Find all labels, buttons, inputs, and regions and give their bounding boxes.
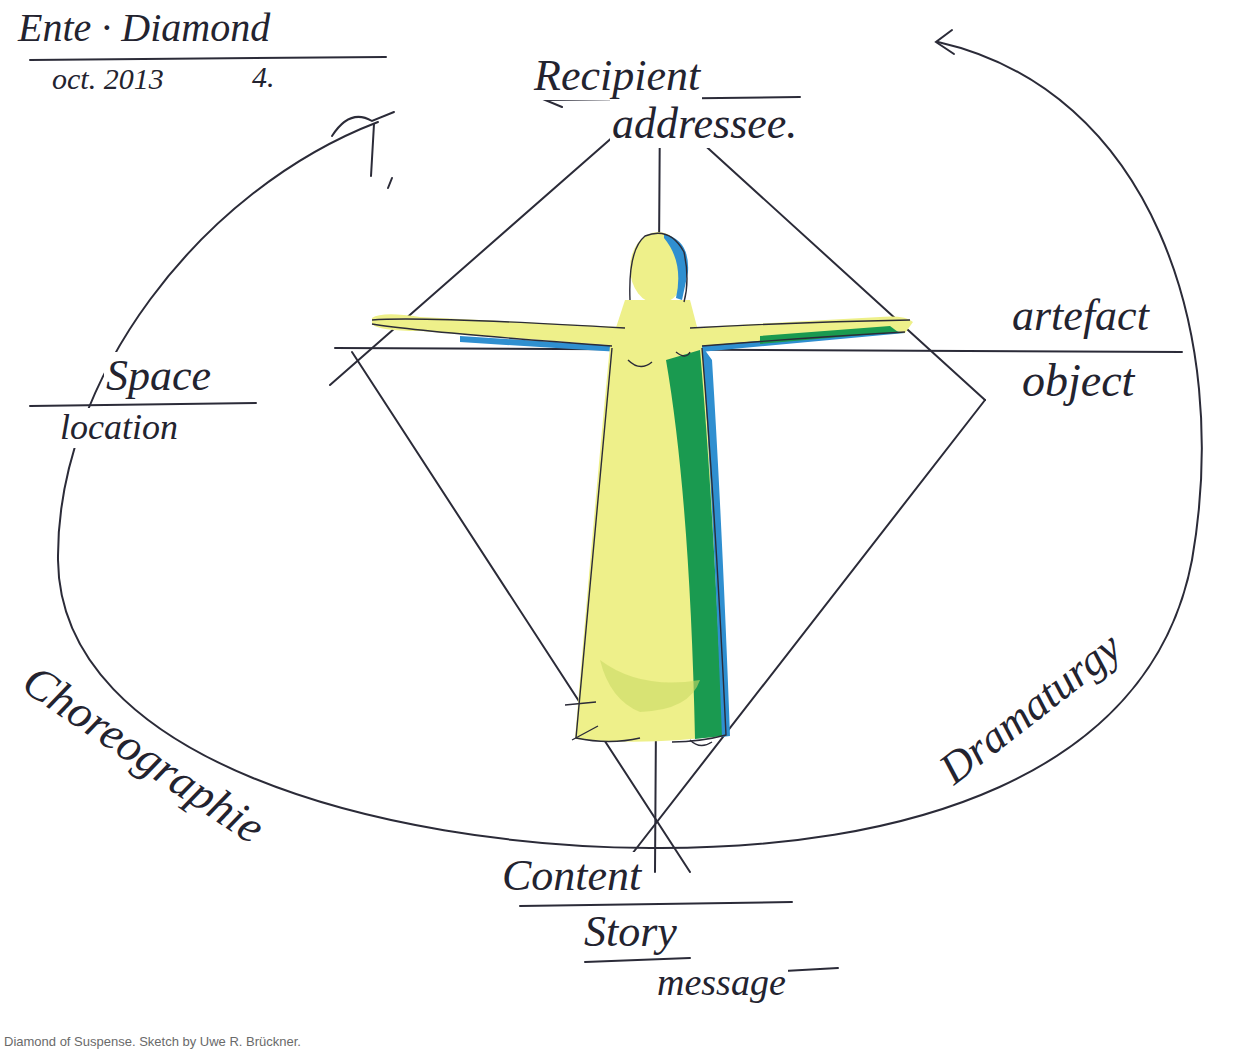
underline [30, 57, 386, 60]
corner-label: Content [500, 852, 643, 900]
figure-arm-shade [760, 326, 898, 344]
figure-outline [372, 233, 910, 745]
pen-lines [30, 30, 1202, 978]
figure-dress-hem [600, 660, 700, 712]
corner-label: Recipient [532, 52, 702, 100]
sheet-number: 4. [250, 60, 277, 93]
horizontal-axis [335, 348, 1182, 352]
corner-label: artefact [1010, 292, 1151, 340]
loop-label: Dramaturgy [929, 622, 1132, 796]
loop-label: Choreographie [12, 654, 275, 854]
loop-curve [58, 42, 1202, 848]
corner-label: addressee. [610, 100, 799, 148]
figure-caption: Diamond of Suspense. Sketch by Uwe R. Br… [4, 1034, 301, 1049]
corner-label: location [58, 408, 180, 448]
date-note: oct. 2013 [50, 62, 166, 95]
sketch-title: Ente · Diamond [16, 6, 272, 50]
corner-label: Space [104, 352, 213, 400]
figure [372, 232, 913, 746]
loop-end-mark [332, 112, 394, 188]
foot-strokes [565, 702, 712, 746]
underline [520, 902, 792, 906]
corner-label: message [655, 962, 788, 1004]
corner-label: object [1020, 356, 1136, 407]
arm-outline [372, 319, 910, 346]
head-outline [630, 233, 687, 302]
loop-arrowhead [936, 30, 954, 54]
figure-dress [575, 300, 726, 742]
figure-hair [664, 234, 688, 300]
dress-outline [576, 348, 726, 742]
dress-detail [628, 352, 690, 367]
underline [30, 403, 256, 406]
corner-label: Story [582, 908, 679, 956]
